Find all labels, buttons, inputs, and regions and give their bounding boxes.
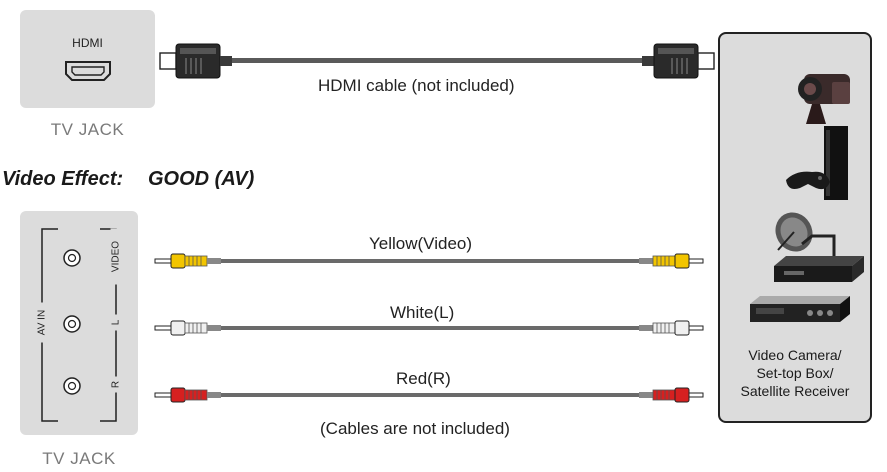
hdmi-tv-jack-label: TV JACK — [50, 120, 125, 139]
red-cable-label: Red(R) — [396, 369, 451, 388]
av-in-label: AV IN — [36, 302, 48, 343]
video-effect-value: GOOD (AV) — [148, 168, 255, 190]
cables-not-included-note: (Cables are not included) — [320, 419, 510, 438]
av-video-port-label: VIDEO — [110, 228, 122, 285]
source-device-box: Video Camera/ Set-top Box/ Satellite Rec… — [718, 32, 872, 423]
game-console-icon — [786, 126, 848, 200]
dvd-player-icon — [750, 296, 850, 322]
satellite-dish-icon — [775, 212, 836, 266]
yellow-cable-label: Yellow(Video) — [369, 234, 473, 253]
av-tv-jack-panel: AV IN VIDEO L R — [20, 211, 138, 435]
hdmi-cable — [159, 43, 715, 79]
device-label-line-3: Satellite Receiver — [740, 383, 850, 399]
av-right-port-label: R — [110, 376, 122, 393]
hdmi-cable-label: HDMI cable (not included) — [318, 76, 515, 95]
device-label-line-1: Video Camera/ — [748, 347, 842, 363]
av-video-port-icon — [63, 249, 81, 267]
white-left-cable — [154, 320, 704, 336]
av-tv-jack-label: TV JACK — [42, 449, 116, 468]
white-cable-label: White(L) — [390, 303, 455, 322]
hdmi-port-label: HDMI — [72, 36, 103, 50]
device-label-line-2: Set-top Box/ — [756, 365, 834, 381]
video-camera-icon — [798, 74, 850, 124]
av-right-port-icon — [63, 377, 81, 395]
hdmi-port-icon — [65, 61, 111, 81]
av-left-port-label: L — [110, 314, 122, 331]
red-right-cable — [154, 387, 704, 403]
device-box-label: Video Camera/ Set-top Box/ Satellite Rec… — [720, 346, 870, 400]
video-effect-label: Video Effect: — [2, 168, 124, 190]
set-top-box-icon — [774, 256, 864, 282]
av-left-port-icon — [63, 315, 81, 333]
yellow-video-cable — [154, 253, 704, 269]
hdmi-tv-jack-panel: HDMI — [20, 10, 155, 108]
